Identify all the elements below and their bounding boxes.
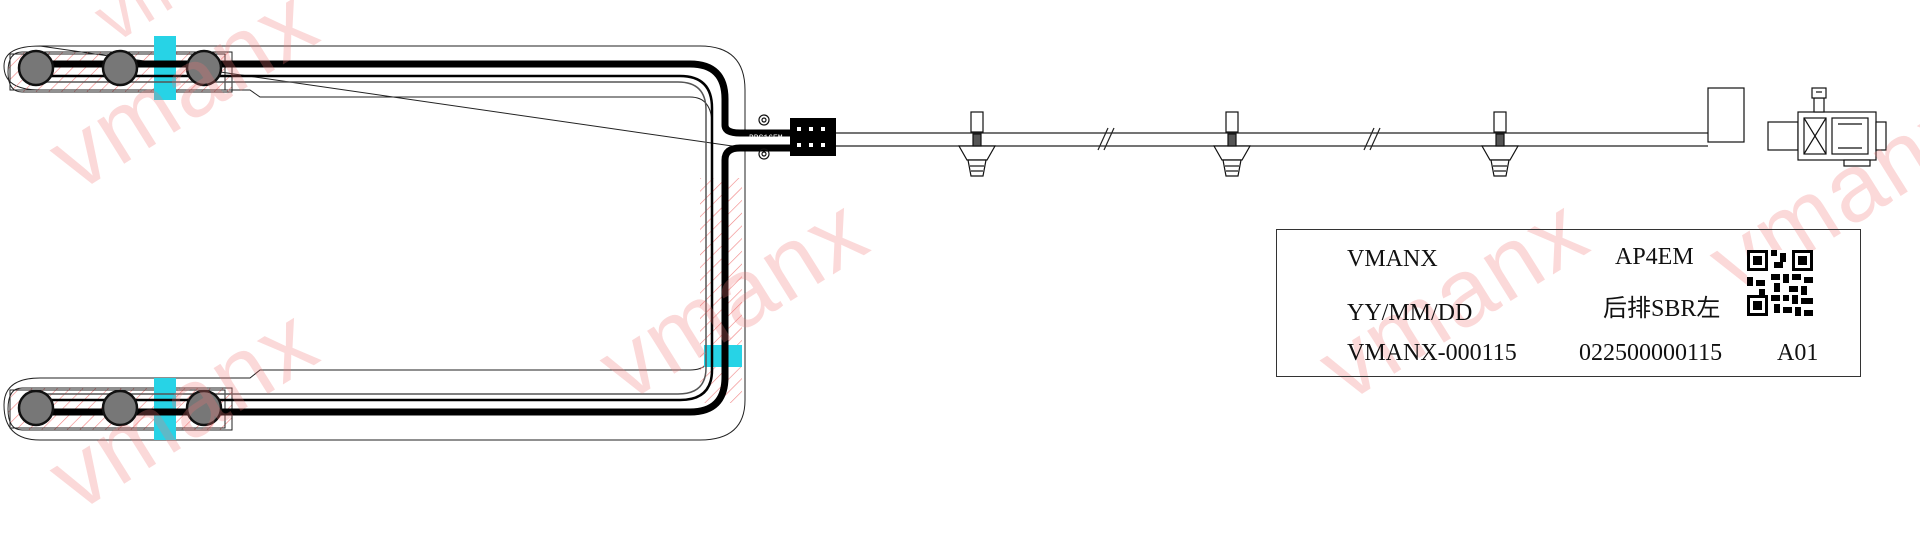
end-flag xyxy=(1707,87,1745,143)
label-revision: A01 xyxy=(1777,340,1819,366)
label-model: AP4EM xyxy=(1615,244,1694,270)
label-part-number: 022500000115 xyxy=(1579,340,1723,366)
tape-marker-top xyxy=(154,36,176,100)
label-brand: VMANX xyxy=(1347,246,1438,272)
sensor-pads-bottom xyxy=(17,389,223,427)
sensor-pad xyxy=(101,49,139,87)
clip-icon xyxy=(1480,111,1520,177)
connector-marking: BBS16EM xyxy=(749,134,783,143)
qr-code-icon xyxy=(1747,250,1813,316)
cable-clips xyxy=(957,111,1520,177)
sensor-pad xyxy=(101,389,139,427)
harness-drawing: BBS16EM vmanx vmanx vmanx vmanx vmanx vm… xyxy=(3,0,1920,532)
gear-icon xyxy=(758,114,770,160)
label-date-format: YY/MM/DD xyxy=(1347,300,1473,326)
sensor-pad xyxy=(185,49,223,87)
label-drawing-number: VMANX-000115 xyxy=(1347,340,1517,366)
main-connector xyxy=(790,118,836,156)
clip-icon xyxy=(957,111,997,177)
product-label: VMANX YY/MM/DD VMANX-000115 AP4EM 后排SBR左… xyxy=(1276,229,1861,377)
mat-outline xyxy=(3,45,761,441)
sensor-pad xyxy=(185,389,223,427)
end-connector xyxy=(1767,87,1887,167)
sensor-pad xyxy=(17,389,55,427)
trace-inner xyxy=(30,74,714,402)
trace-loop xyxy=(30,60,790,416)
sensor-pad xyxy=(17,49,55,87)
label-description: 后排SBR左 xyxy=(1603,296,1721,322)
harness-svg xyxy=(3,36,1887,441)
sensor-pads-top xyxy=(17,49,223,87)
clip-icon xyxy=(1212,111,1252,177)
